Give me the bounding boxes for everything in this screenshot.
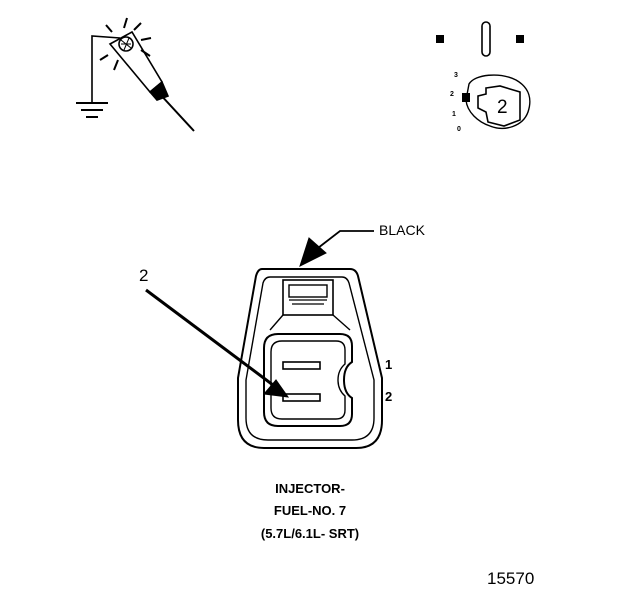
wire-color-leader [299,230,374,267]
meter-indicator [481,21,491,57]
caption-line-2: FUEL-NO. 7 [273,503,347,518]
dial-tick-2: 2 [450,91,454,98]
dial-tick-0: 0 [457,126,461,133]
meter-socket-right [516,35,524,43]
meter-selector-icon [436,21,531,130]
caption-line-1: INJECTOR- [275,481,345,496]
pin-2-label: 2 [385,389,393,404]
connector-body [237,268,383,449]
terminal-slot-2 [282,393,321,402]
dial-pointer [462,93,470,102]
terminal-callout-label: 2 [139,266,149,285]
test-light-icon [76,17,195,132]
meter-socket-left [436,35,444,43]
caption-line-3: (5.7L/6.1L- SRT) [260,526,360,541]
wire-color-label: BLACK [379,222,425,238]
figure-number: 15570 [487,569,535,588]
terminal-slot-1 [282,361,321,370]
selector-position-label: 2 [497,97,508,118]
dial-tick-1: 1 [452,111,456,118]
pin-1-label: 1 [385,357,393,372]
terminal-callout-arrow [145,288,290,398]
dial-tick-3: 3 [454,72,458,79]
